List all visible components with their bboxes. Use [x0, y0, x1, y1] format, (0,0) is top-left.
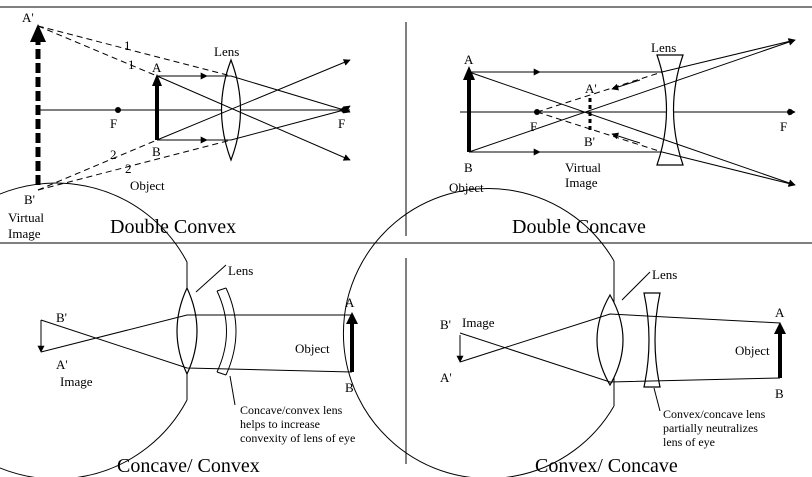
- label-a: A: [152, 60, 162, 75]
- frame: [0, 6, 812, 464]
- ray-bottom-parallel: [157, 105, 351, 141]
- label-image: Image: [462, 315, 495, 330]
- ray-top-center: [468, 71, 796, 187]
- object-arrowhead: [774, 322, 786, 334]
- label-a: A: [345, 295, 355, 310]
- label-a: A: [464, 52, 474, 67]
- panel-concave-convex: Lens B' A' Image Object A B Concave/conv…: [0, 182, 358, 477]
- label-image: Image: [565, 175, 598, 190]
- ray-top-parallel: [469, 38, 796, 73]
- label-image: Image: [8, 226, 41, 241]
- label-object: Object: [130, 178, 165, 193]
- label-ray-2b: 2: [125, 161, 132, 176]
- label-b: B: [152, 144, 161, 159]
- note-line-1: Concave/convex lens: [240, 403, 343, 417]
- label-f-right: F: [338, 116, 345, 131]
- dashed-ext-1a: [37, 25, 158, 77]
- label-image: Image: [60, 374, 93, 389]
- virtual-image-arrowhead: [30, 24, 46, 42]
- leader-note: [653, 387, 661, 412]
- label-f-right: F: [780, 119, 787, 134]
- dashed-ext-1b: [37, 25, 232, 77]
- ray-top-parallel: [157, 75, 351, 114]
- corrective-lens-top: [216, 287, 227, 292]
- label-lens: Lens: [228, 263, 253, 278]
- corrective-lens: [216, 287, 237, 376]
- leader-lens: [195, 264, 227, 293]
- object-arrowhead: [152, 74, 162, 86]
- leader-lens: [621, 271, 651, 301]
- convex-lens: [220, 58, 242, 162]
- label-b-prime: B': [56, 310, 67, 325]
- label-virtual: Virtual: [8, 210, 44, 225]
- panel-double-concave: A Lens A' F F B' B Virtual Image Object …: [449, 38, 796, 238]
- note-line-2: partially neutralizes: [663, 421, 758, 435]
- label-virtual: Virtual: [565, 160, 601, 175]
- dashed-ext-top: [536, 71, 663, 113]
- object-arrowhead: [346, 312, 358, 324]
- focal-point-left: [115, 107, 121, 113]
- label-b: B: [775, 386, 784, 401]
- eyeball: [342, 188, 615, 477]
- label-lens: Lens: [214, 44, 239, 59]
- caption-double-convex: Double Convex: [110, 216, 236, 238]
- label-a: A: [775, 305, 785, 320]
- label-b: B: [464, 160, 473, 175]
- label-a-prime: A': [22, 10, 34, 25]
- label-f-left: F: [530, 119, 537, 134]
- label-ray-2a: 2: [110, 147, 117, 162]
- label-a-prime: A': [56, 357, 68, 372]
- dashed-arrow-top: [611, 79, 641, 91]
- note-line-1: Convex/concave lens: [663, 407, 766, 421]
- label-object: Object: [449, 180, 484, 195]
- panel-double-convex: A' Lens A F F B 1 1 2 2 Object B' Virtua…: [8, 10, 351, 241]
- note-line-3: convexity of lens of eye: [240, 431, 355, 445]
- caption-convex-concave: Convex/ Concave: [535, 455, 678, 477]
- ray-bottom-center: [468, 38, 796, 153]
- note-line-2: helps to increase: [240, 417, 320, 431]
- leader-note: [229, 375, 236, 406]
- dashed-arrow-bottom: [611, 132, 641, 144]
- label-lens: Lens: [651, 40, 676, 55]
- label-f-left: F: [110, 116, 117, 131]
- ray-bottom: [459, 332, 781, 383]
- object-arrowhead: [463, 66, 475, 80]
- label-object: Object: [295, 341, 330, 356]
- caption-concave-convex: Concave/ Convex: [117, 455, 260, 477]
- ray-bottom-center: [156, 59, 351, 141]
- label-b-prime: B': [440, 317, 451, 332]
- dashed-ext-bottom: [536, 111, 663, 153]
- eye-lens: [176, 286, 198, 376]
- eye-lens: [596, 293, 624, 387]
- note-line-3: lens of eye: [663, 435, 715, 449]
- label-b-prime: B': [24, 192, 35, 207]
- label-a-prime: A': [440, 370, 452, 385]
- label-b-prime: B': [584, 134, 595, 149]
- eyeball: [0, 182, 188, 477]
- label-a-prime: A': [585, 81, 597, 96]
- label-lens: Lens: [652, 267, 677, 282]
- ray-top: [459, 313, 781, 363]
- label-object: Object: [735, 343, 770, 358]
- label-b: B: [345, 380, 354, 395]
- panel-convex-concave: Lens B' Image A' Object A B Convex/conca…: [342, 188, 786, 477]
- dashed-ext-2b: [37, 139, 232, 191]
- ray-top: [40, 314, 352, 353]
- corrective-lens: [643, 292, 661, 388]
- ray-bottom: [40, 319, 353, 373]
- ray-top-center: [156, 75, 351, 161]
- focal-point-right: [787, 109, 793, 115]
- label-ray-1b: 1: [128, 57, 135, 72]
- dashed-ext-2a: [37, 139, 158, 191]
- corrective-lens-bottom: [216, 371, 227, 376]
- concave-lens: [656, 54, 684, 166]
- label-ray-1a: 1: [124, 38, 131, 53]
- caption-double-concave: Double Concave: [512, 216, 646, 238]
